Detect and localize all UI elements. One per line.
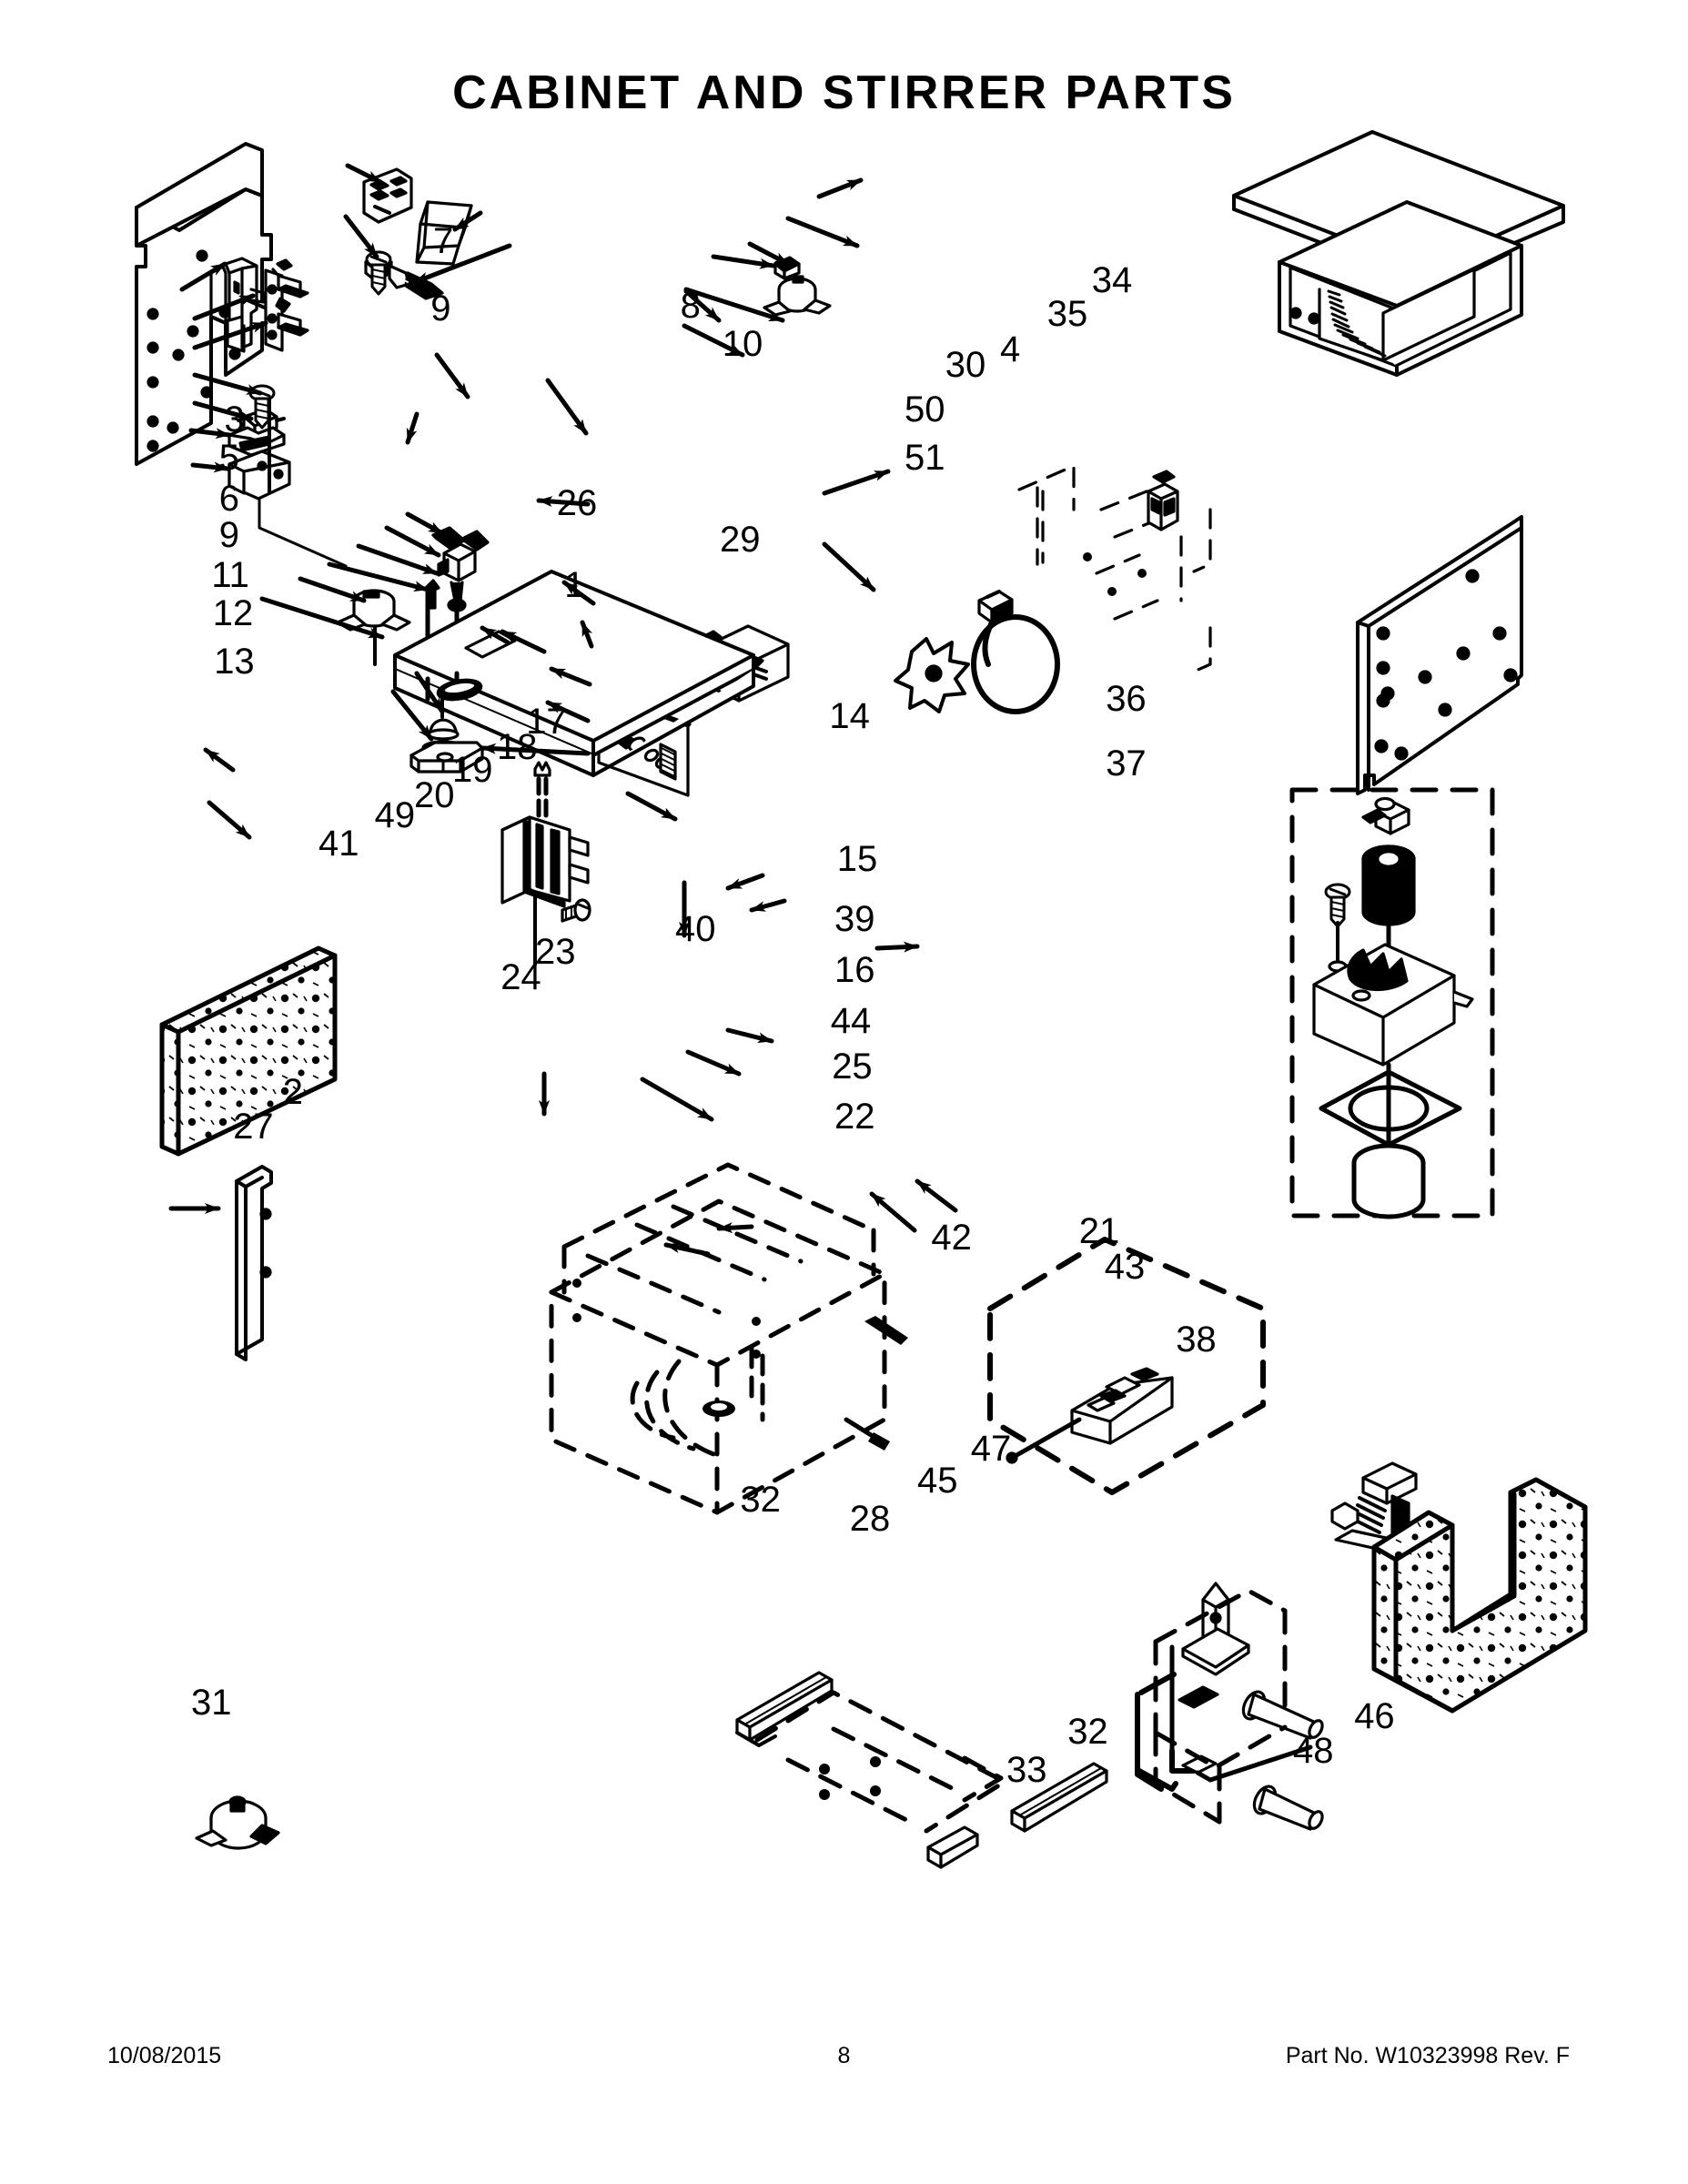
callout-number-43: 43: [1104, 1247, 1146, 1287]
part-4-thermostat-round: [763, 275, 832, 317]
callout-number-41: 41: [318, 824, 359, 864]
part-9-screw-upper: [248, 384, 276, 493]
callout-number-15: 15: [836, 839, 878, 879]
page-title: CABINET AND STIRRER PARTS: [452, 66, 1236, 119]
callout-number-29: 29: [720, 519, 761, 560]
part-32-rail-left: [735, 1671, 834, 1747]
callout-number-13: 13: [214, 642, 255, 682]
callout-number-6: 6: [218, 478, 240, 519]
part-6-switch-assembly-plate: [264, 258, 309, 352]
part-32-rail-right: [1010, 1762, 1108, 1833]
callout-number-50: 50: [905, 389, 945, 430]
callout-number-35: 35: [1046, 293, 1088, 334]
part-31-thermal-cutout: [195, 1795, 280, 1850]
part-50-mount-bracket-set: [1017, 464, 1212, 673]
callout-number-31: 31: [191, 1682, 232, 1723]
callout-number-40: 40: [675, 909, 716, 949]
part-29-stirrer-coupler: [894, 637, 970, 713]
callout-number-48: 48: [1293, 1731, 1334, 1771]
callout-number-45: 45: [917, 1461, 958, 1502]
callout-number-32: 32: [1067, 1712, 1108, 1752]
callout-number-3: 3: [224, 399, 245, 440]
callout-number-27: 27: [233, 1107, 274, 1147]
callout-number-9: 9: [218, 515, 240, 556]
part-22-switch-assembly-box: [987, 1237, 1266, 1495]
part-15-high-voltage-transformer: [500, 815, 590, 966]
footer-date: 10/08/2015: [107, 2043, 222, 2068]
part-33-rail-end: [926, 1825, 979, 1869]
callout-number-9: 9: [430, 288, 451, 329]
callout-number-39: 39: [834, 898, 875, 939]
callout-number-2: 2: [282, 1072, 304, 1113]
part-20-stirrer-rod: [424, 579, 440, 610]
callout-number-24: 24: [500, 957, 541, 998]
callout-number-18: 18: [497, 726, 538, 767]
part-36-right-side-panel: [1356, 515, 1523, 795]
callout-number-33: 33: [1006, 1750, 1047, 1790]
part-46-u-shaped-insulation: [1371, 1477, 1588, 1714]
callout-number-36: 36: [1106, 678, 1147, 719]
part-48-roller-pin: [1178, 1685, 1324, 1831]
part-3-cabinet-side-wall: [135, 142, 273, 466]
oven-cavity-dashed: [549, 1162, 887, 1515]
part-50-connector: [1147, 470, 1179, 531]
part-39-screw: [561, 898, 591, 923]
callout-number-46: 46: [1354, 1696, 1395, 1737]
callout-number-14: 14: [829, 696, 870, 737]
callout-number-22: 22: [834, 1096, 875, 1137]
callout-number-19: 19: [452, 750, 493, 790]
part-48-frame-dashed: [1153, 1588, 1288, 1825]
part-47-latch-post: [1181, 1582, 1250, 1676]
callout-number-12: 12: [212, 592, 254, 633]
callout-number-8: 8: [680, 286, 701, 327]
part-42-actuator-rod: [1006, 1417, 1082, 1464]
callout-number-51: 51: [905, 438, 945, 478]
callout-number-37: 37: [1106, 743, 1147, 784]
part-25-mounting-base: [409, 741, 484, 774]
oven-cavity-detail: [572, 1279, 908, 1459]
callout-number-30: 30: [945, 344, 986, 385]
part-18-mount-block: [437, 542, 477, 612]
callout-number-47: 47: [970, 1429, 1012, 1470]
callout-number-38: 38: [1176, 1319, 1217, 1360]
part-37-stirrer-motor-kit: [1289, 787, 1495, 1219]
footer-page-number: 8: [837, 2043, 851, 2068]
callout-number-11: 11: [211, 554, 249, 595]
callout-number-49: 49: [374, 795, 416, 836]
footer-part-number: Part No. W10323998 Rev. F: [1285, 2043, 1570, 2068]
part-51-cable-loop: [971, 590, 1060, 714]
callout-number-16: 16: [834, 949, 875, 990]
part-45-pin: [1169, 1644, 1197, 1774]
callout-number-26: 26: [556, 483, 598, 524]
callout-number-25: 25: [832, 1046, 873, 1087]
part-7-terminal-block: [362, 167, 413, 224]
part-2-insulation-panel: [159, 945, 338, 1157]
callout-number-20: 20: [414, 775, 455, 815]
part-13-fuse-housing: [227, 450, 348, 568]
part-27-trim-strip: [235, 1165, 273, 1361]
callout-number-1: 1: [564, 565, 585, 605]
callout-number-44: 44: [830, 1000, 872, 1041]
callout-number-7: 7: [433, 221, 454, 261]
part-23-bushing: [427, 695, 460, 741]
base-frame-dashed: [754, 1690, 1007, 1834]
callout-number-17: 17: [526, 701, 567, 742]
callout-number-28: 28: [849, 1499, 891, 1540]
part-21-interlock-switch: [1070, 1367, 1174, 1445]
callout-number-42: 42: [931, 1217, 972, 1258]
callout-number-34: 34: [1091, 260, 1133, 301]
callout-number-10: 10: [722, 324, 763, 365]
part-14-terminal-pin: [533, 761, 551, 818]
callout-number-5: 5: [218, 438, 240, 478]
part-35-vent-grille-frame: [1278, 200, 1523, 377]
callout-number-23: 23: [535, 932, 576, 973]
callout-number-21: 21: [1078, 1210, 1120, 1251]
callout-number-32: 32: [740, 1480, 781, 1521]
callout-number-4: 4: [1000, 329, 1021, 369]
